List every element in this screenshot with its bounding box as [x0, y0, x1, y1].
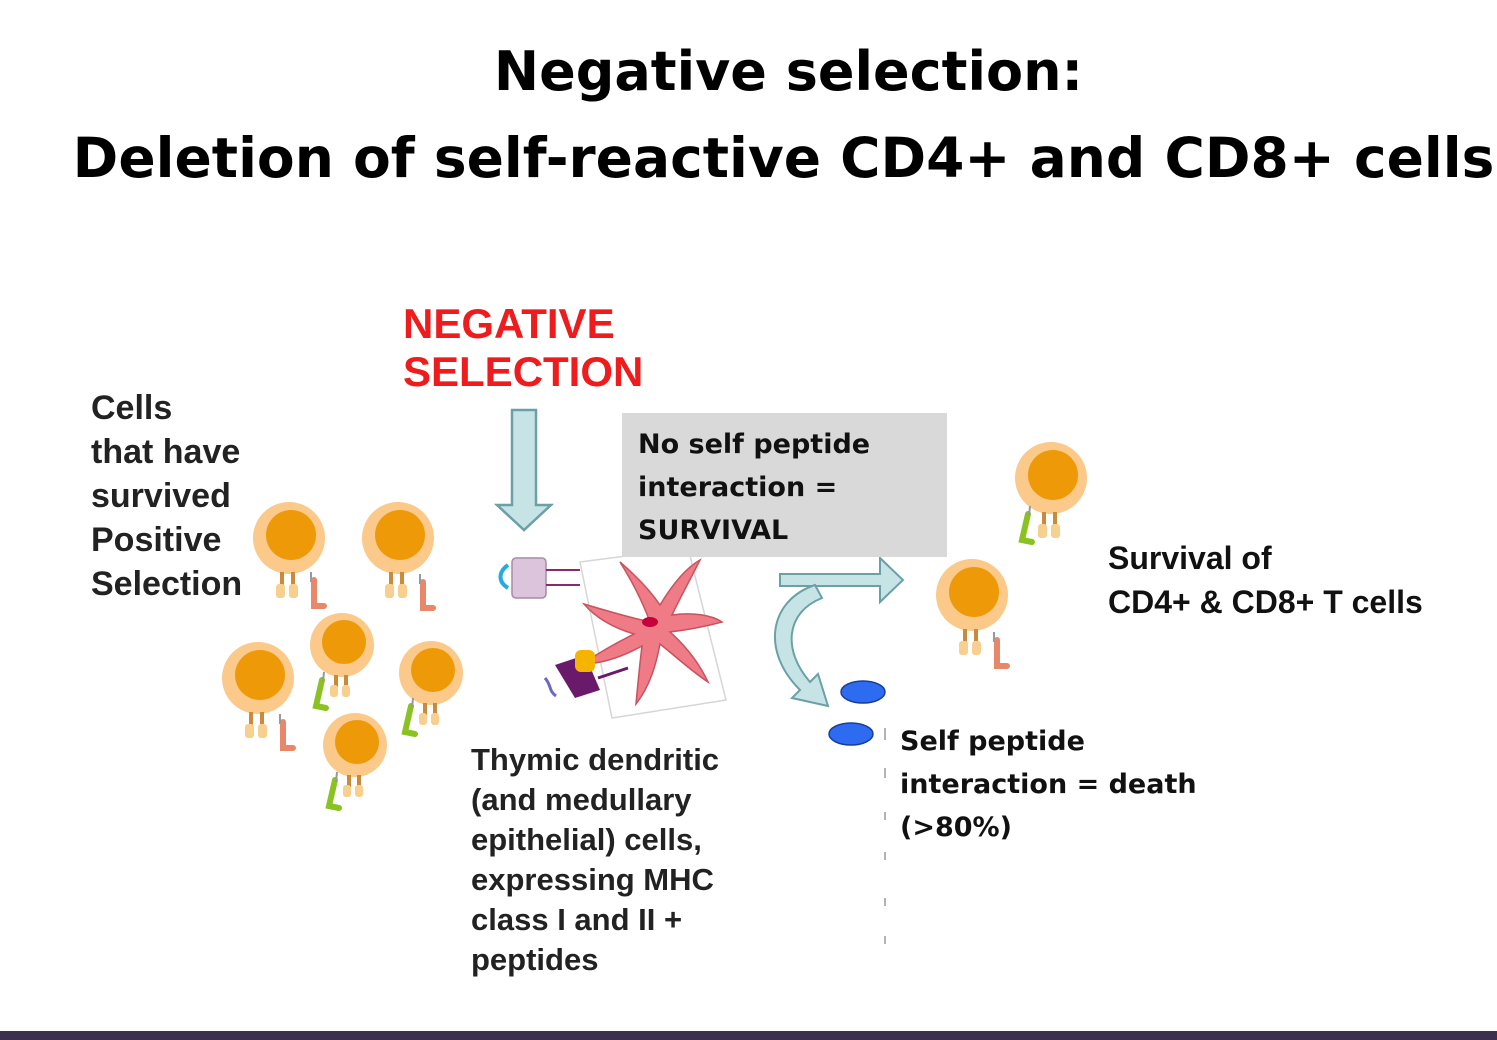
mhc-class-ii-icon [498, 557, 580, 599]
t-cell-icon [310, 613, 374, 708]
death-label: Self peptide interaction = death (>80%) [900, 726, 1197, 843]
t-cell-icon [323, 713, 387, 808]
survival-label: Survival of CD4+ & CD8+ T cells [1108, 540, 1423, 620]
t-cell-icon [253, 502, 325, 606]
footer-bar [0, 1031, 1497, 1040]
dead-cell-icon [828, 722, 874, 746]
curved-arrow-icon [774, 583, 830, 708]
surviving-t-cell-icon [1015, 442, 1087, 542]
cells-survived-label: Cells that have survived Positive Select… [91, 389, 243, 603]
t-cell-icon [399, 641, 463, 734]
title-line-1: Negative selection: [493, 40, 1084, 103]
title-line-2: Deletion of self-reactive CD4+ and CD8+ … [72, 126, 1495, 190]
thymic-cells-label: Thymic dendritic (and medullary epitheli… [471, 742, 720, 977]
down-arrow-icon [493, 408, 555, 532]
t-cell-icon [362, 502, 434, 608]
surviving-t-cell-icon [936, 559, 1008, 666]
dead-cell-icon [840, 680, 886, 704]
right-arrow-icon [779, 555, 905, 605]
survival-box: No self peptide interaction = SURVIVAL [622, 413, 947, 557]
mhc-class-i-icon [543, 650, 629, 698]
negative-selection-label: NEGATIVE SELECTION [403, 300, 644, 395]
dendritic-cell-icon [579, 547, 727, 719]
t-cell-icon [222, 642, 294, 748]
